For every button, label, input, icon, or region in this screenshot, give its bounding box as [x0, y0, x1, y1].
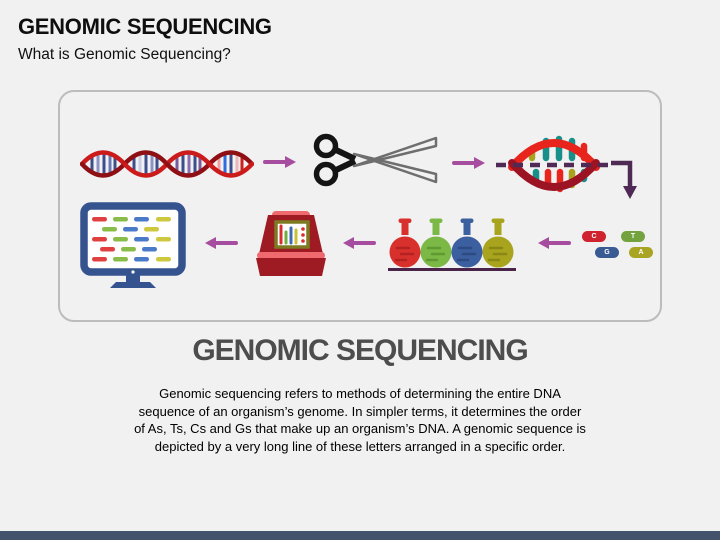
dna-helix-icon	[80, 144, 254, 184]
base-pills-group: C T G A	[582, 228, 654, 262]
page-title: GENOMIC SEQUENCING	[18, 14, 272, 39]
body-text: Genomic sequencing refers to methods of …	[134, 386, 586, 454]
arrow-left-icon	[204, 235, 238, 251]
base-pill-t: T	[621, 231, 645, 242]
arrow-right-icon	[452, 155, 486, 171]
bottom-accent-bar	[0, 531, 720, 540]
arrow-elbow-down-icon	[611, 157, 641, 201]
section-heading: GENOMIC SEQUENCING	[192, 334, 528, 367]
flasks-icon	[388, 218, 516, 272]
arrow-right-icon	[263, 154, 297, 170]
arrow-left-icon	[537, 235, 571, 251]
page-subtitle: What is Genomic Sequencing?	[18, 46, 231, 63]
base-pill-c: C	[582, 231, 606, 242]
arrow-left-icon	[342, 235, 376, 251]
base-pill-g: G	[595, 247, 619, 258]
scissors-icon	[310, 132, 438, 190]
diagram-panel: C T G A	[58, 90, 662, 322]
base-pill-a: A	[629, 247, 653, 258]
computer-monitor-icon	[80, 202, 186, 288]
sequencer-machine-icon	[252, 210, 330, 278]
dna-fragment-icon	[496, 125, 612, 205]
